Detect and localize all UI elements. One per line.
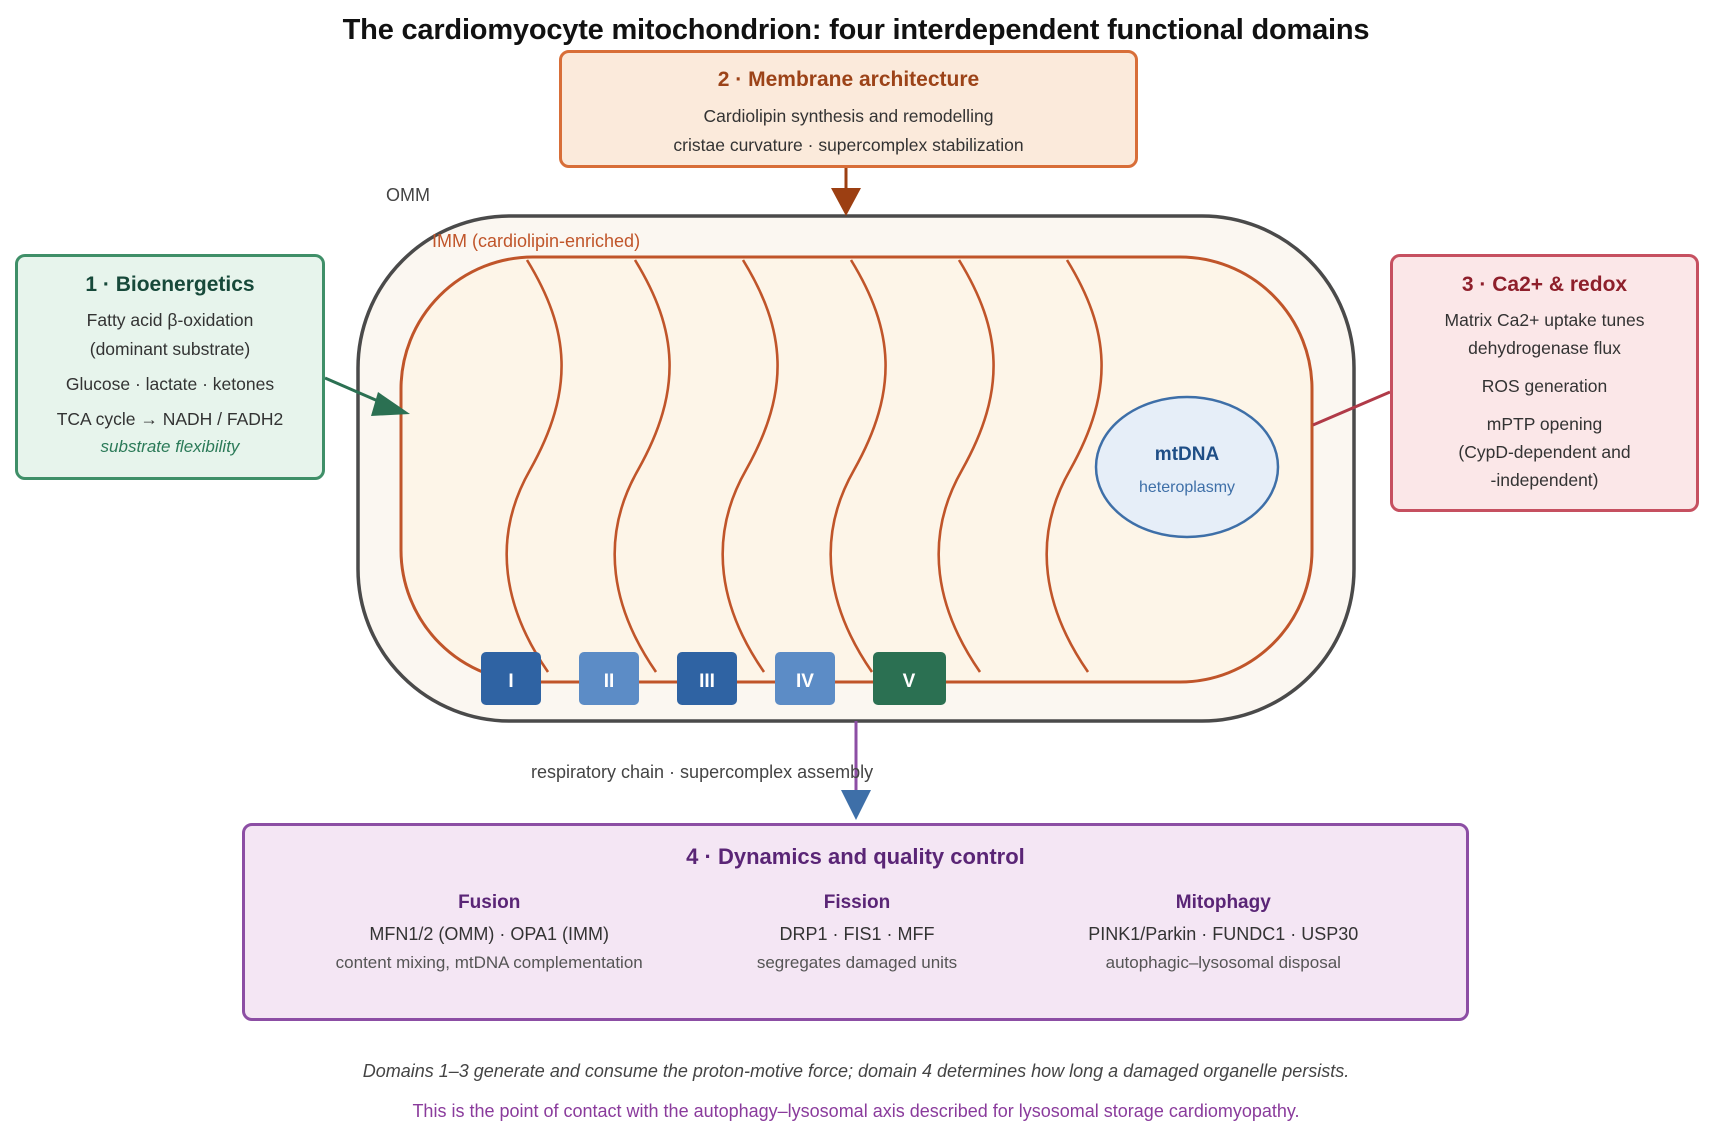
bioenergetics-line: Glucose · lactate · ketones <box>65 374 275 394</box>
bioenergetics-box: 1 · Bioenergetics Fatty acid β-oxidation… <box>15 254 325 480</box>
crista <box>829 259 887 673</box>
fission-title: Fission <box>823 892 891 913</box>
redox-line: mPTP opening <box>1486 414 1603 434</box>
bioenergetics-line: Fatty acid β-oxidation <box>86 310 254 330</box>
bioenergetics-arrow <box>324 376 410 416</box>
bioenergetics-line: (dominant substrate) <box>89 339 251 359</box>
qc-arrow <box>841 721 871 820</box>
membrane-line: Cardiolipin synthesis and remodelling <box>703 106 994 126</box>
membrane-arrow <box>831 168 861 216</box>
complex-iv-label: IV <box>796 671 814 692</box>
quality-control-box: 4 · Dynamics and quality control Fusion … <box>242 823 1469 1021</box>
fusion-title: Fusion <box>458 892 521 913</box>
fusion-note: content mixing, mtDNA complementation <box>335 953 643 972</box>
mtdna-nucleoid <box>1094 395 1280 539</box>
caption-line: Domains 1–3 generate and consume the pro… <box>362 1061 1350 1081</box>
redox-heading: 3 · Ca2+ & redox <box>1461 273 1628 296</box>
crista <box>1045 259 1103 673</box>
bioenergetics-note: substrate flexibility <box>100 437 240 456</box>
respiratory-chain: I II III IV V <box>481 652 946 705</box>
cristae <box>505 259 1103 673</box>
caption-line: This is the point of contact with the au… <box>412 1101 1300 1121</box>
complex-i <box>481 652 541 705</box>
redox-line: dehydrogenase flux <box>1468 338 1621 358</box>
mitophagy-column: Mitophagy PINK1/Parkin · FUNDC1 · USP30 … <box>981 892 1466 973</box>
crista <box>937 259 995 673</box>
complex-i-label: I <box>508 671 513 692</box>
fission-note: segregates damaged units <box>756 953 958 972</box>
complex-ii <box>579 652 639 705</box>
redox-line: -independent) <box>1490 470 1599 490</box>
mitophagy-main: PINK1/Parkin · FUNDC1 · USP30 <box>1088 924 1359 944</box>
qc-heading: 4 · Dynamics and quality control <box>686 844 1025 869</box>
complex-v-label: V <box>903 671 916 692</box>
bioenergetics-heading: 1 · Bioenergetics <box>85 273 255 296</box>
chain-label: respiratory chain · supercomplex assembl… <box>531 762 873 782</box>
mitophagy-title: Mitophagy <box>1175 892 1271 913</box>
bioenergetics-line: TCA cycle → NADH / FADH2 <box>56 409 284 429</box>
complex-v <box>873 652 946 705</box>
fusion-main: MFN1/2 (OMM) · OPA1 (IMM) <box>369 924 610 944</box>
fission-main: DRP1 · FIS1 · MFF <box>779 924 935 944</box>
redox-line: ROS generation <box>1481 376 1608 396</box>
complex-iv <box>775 652 835 705</box>
calcium-redox-box: 3 · Ca2+ & redox Matrix Ca2+ uptake tune… <box>1390 254 1699 512</box>
crista <box>505 259 563 673</box>
diagram-title: The cardiomyocyte mitochondrion: four in… <box>342 14 1370 46</box>
fusion-column: Fusion MFN1/2 (OMM) · OPA1 (IMM) content… <box>245 892 733 973</box>
redox-connector <box>1312 390 1391 427</box>
fission-column: Fission DRP1 · FIS1 · MFF segregates dam… <box>733 892 980 973</box>
crista <box>721 259 779 673</box>
mtdna-label: mtDNA <box>1155 444 1220 465</box>
membrane-heading: 2 · Membrane architecture <box>717 68 980 91</box>
complex-ii-label: II <box>604 671 615 692</box>
inner-membrane <box>399 255 1314 684</box>
membrane-architecture-box: 2 · Membrane architecture Cardiolipin sy… <box>559 50 1138 168</box>
crista <box>613 259 671 673</box>
mtdna-sublabel: heteroplasmy <box>1139 479 1235 496</box>
complex-iii-label: III <box>699 671 715 692</box>
mitophagy-note: autophagic–lysosomal disposal <box>1105 953 1341 972</box>
complex-iii <box>677 652 737 705</box>
omm-label: OMM <box>386 185 430 205</box>
redox-line: (CypD-dependent and <box>1458 442 1631 462</box>
redox-line: Matrix Ca2+ uptake tunes <box>1444 310 1645 330</box>
qc-columns: Fusion MFN1/2 (OMM) · OPA1 (IMM) content… <box>245 892 1466 973</box>
imm-label: IMM (cardiolipin-enriched) <box>432 231 640 251</box>
membrane-line: cristae curvature · supercomplex stabili… <box>673 135 1024 155</box>
